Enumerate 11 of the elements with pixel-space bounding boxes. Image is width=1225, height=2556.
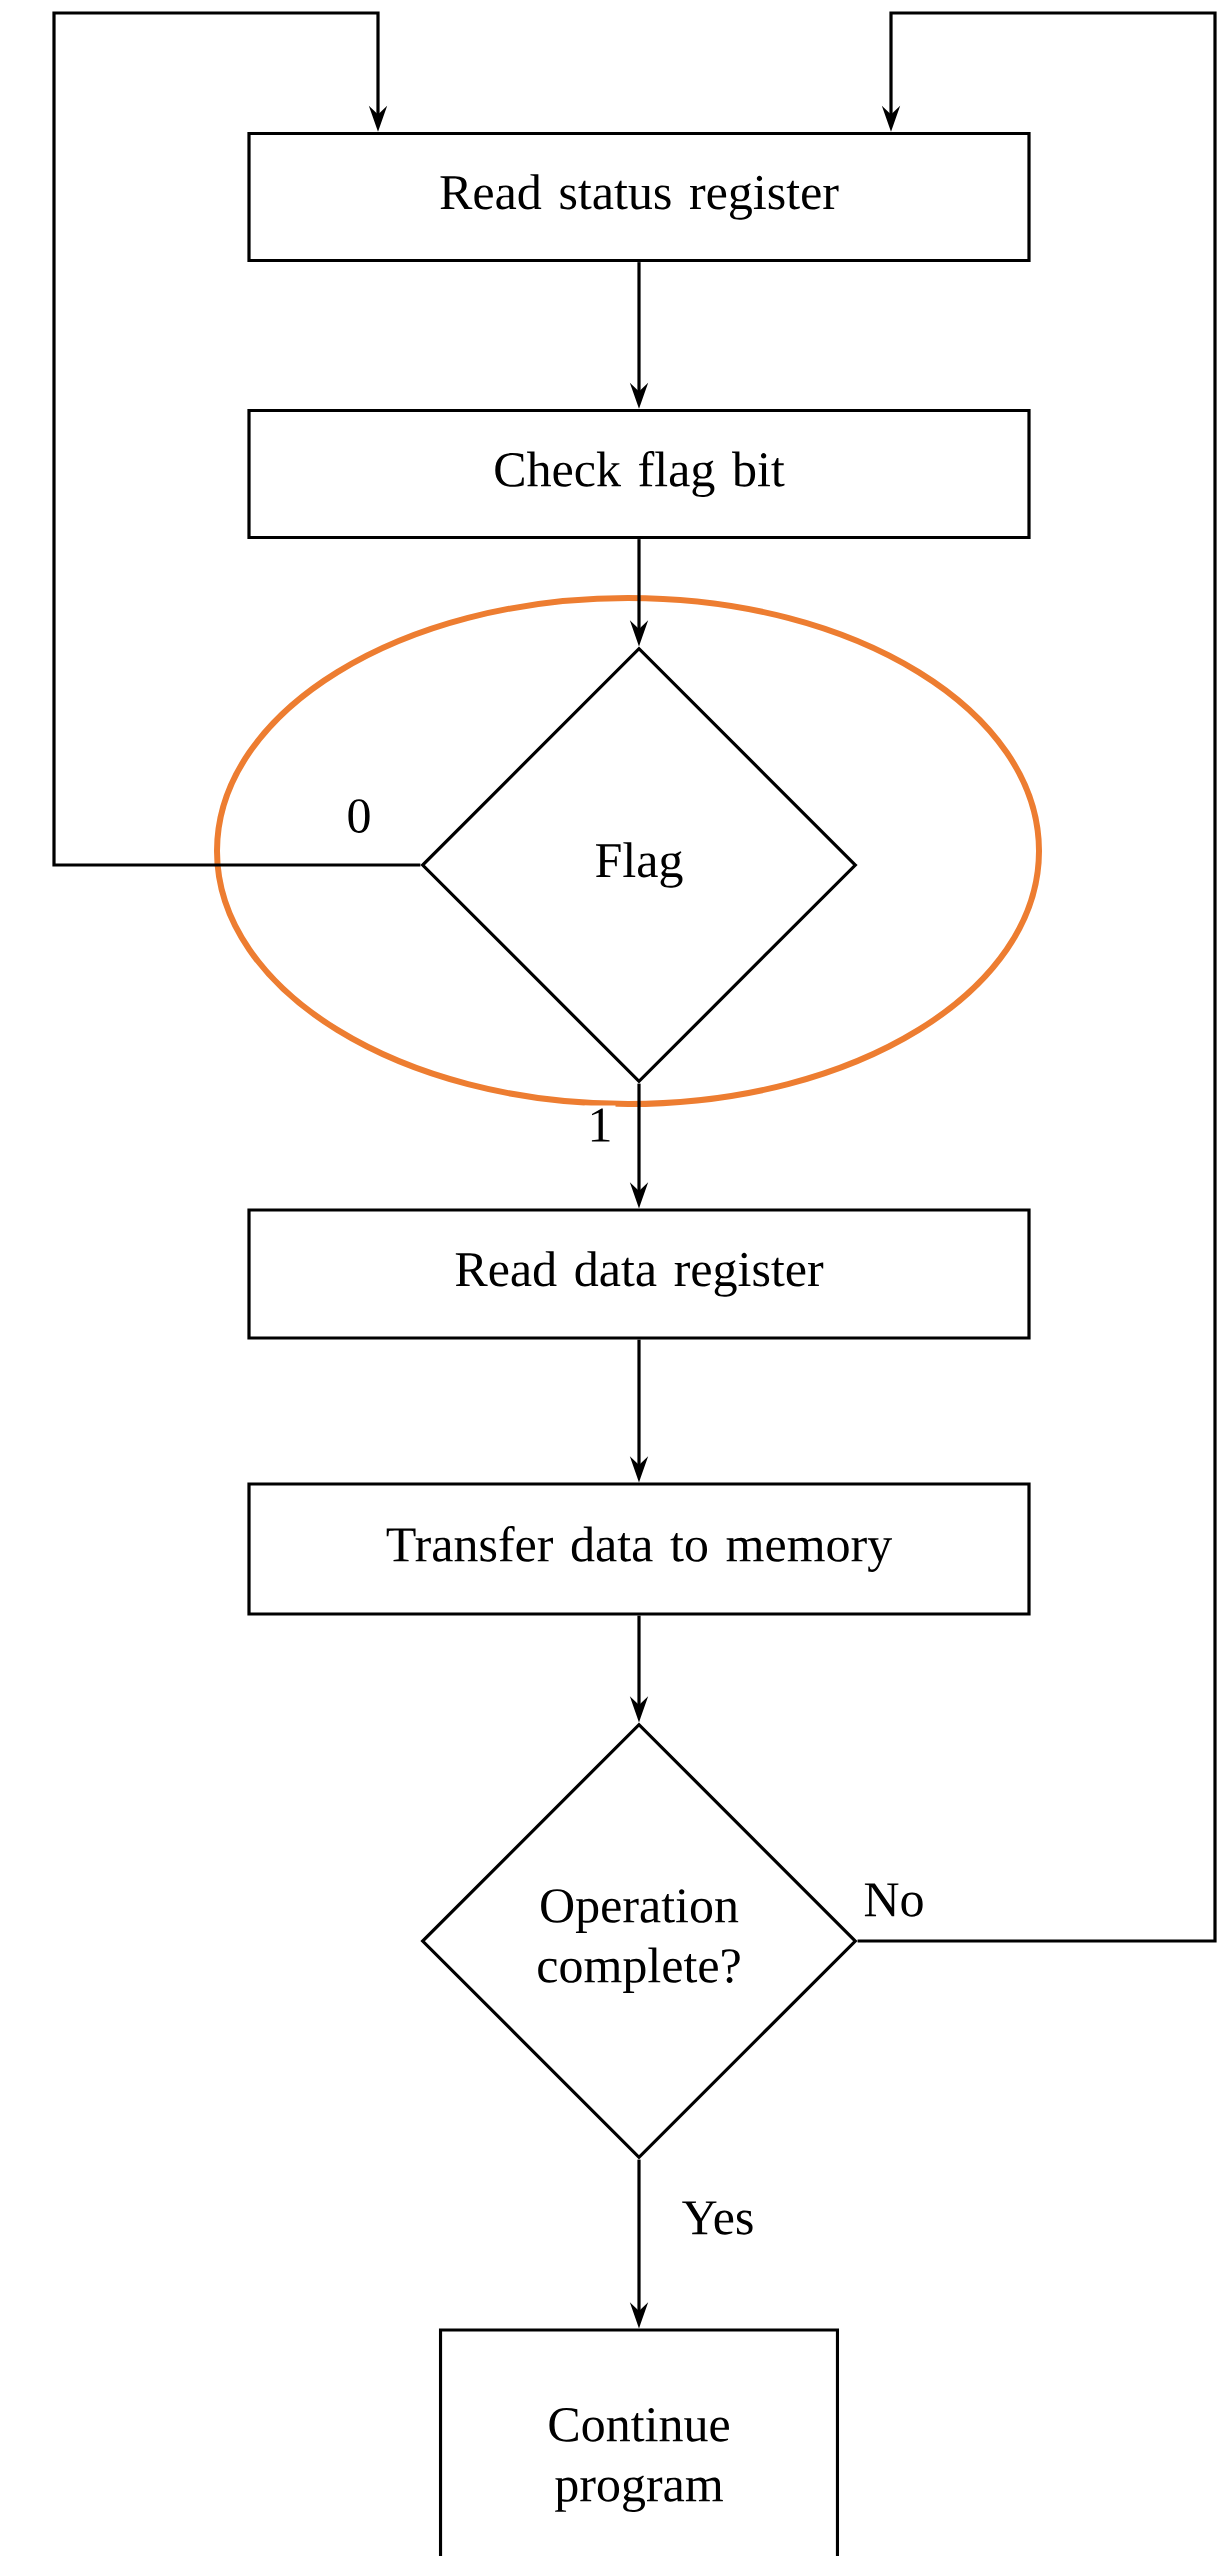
process-box: Read data register	[247, 1208, 1031, 1340]
arrow	[857, 11, 1217, 1943]
process-box: Check flag bit	[247, 408, 1031, 540]
edge-label: Yes	[678, 2198, 758, 2238]
process-box: Read status register	[247, 131, 1031, 263]
edge-label: No	[860, 1880, 928, 1920]
process-box: Continue program	[438, 2328, 840, 2556]
edge-label: 0	[343, 796, 375, 836]
arrow	[52, 11, 421, 867]
edge-label: 1	[584, 1105, 616, 1145]
process-box: Transfer data to memory	[247, 1482, 1031, 1616]
